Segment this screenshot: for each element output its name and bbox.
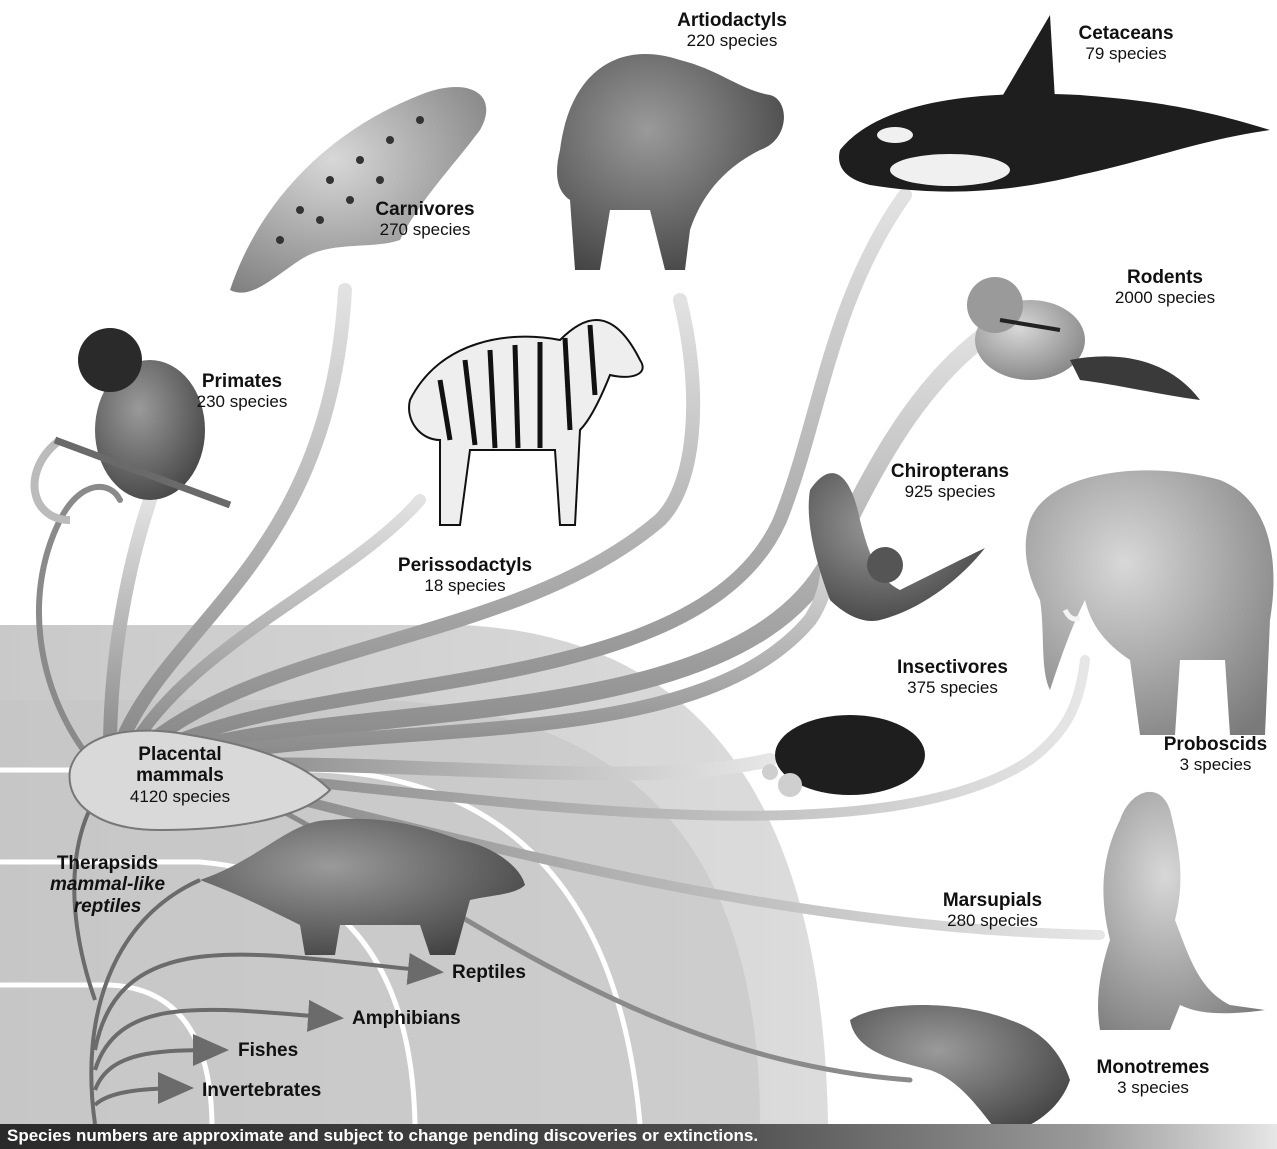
perissodactyls-count: 18 species <box>390 576 540 595</box>
elephant-illustration <box>1026 470 1274 735</box>
cetaceans-count: 79 species <box>1066 44 1186 63</box>
label-perissodactyls: Perissodactyls 18 species <box>390 555 540 595</box>
artiodactyls-count: 220 species <box>662 31 802 50</box>
platypus-illustration <box>850 1005 1070 1135</box>
rodents-count: 2000 species <box>1100 288 1230 307</box>
carnivores-count: 270 species <box>360 220 490 239</box>
label-monotremes: Monotremes 3 species <box>1083 1057 1223 1097</box>
chiropterans-name: Chiropterans <box>875 461 1025 482</box>
insectivores-count: 375 species <box>880 678 1025 697</box>
mole-illustration <box>762 715 925 797</box>
therapsids-desc-line1: mammal-like <box>40 874 175 895</box>
therapsids-name: Therapsids <box>40 853 175 874</box>
monotremes-name: Monotremes <box>1083 1057 1223 1078</box>
marsupials-name: Marsupials <box>925 890 1060 911</box>
label-primates: Primates 230 species <box>182 371 302 411</box>
marsupials-count: 280 species <box>925 911 1060 930</box>
chiropterans-count: 925 species <box>875 482 1025 501</box>
label-amphibians: Amphibians <box>352 1008 461 1030</box>
label-invertebrates: Invertebrates <box>202 1080 321 1102</box>
label-chiropterans: Chiropterans 925 species <box>875 461 1025 501</box>
perissodactyls-name: Perissodactyls <box>390 555 540 576</box>
rodents-name: Rodents <box>1100 267 1230 288</box>
label-marsupials: Marsupials 280 species <box>925 890 1060 930</box>
camel-illustration <box>557 54 784 270</box>
proboscids-count: 3 species <box>1158 755 1273 774</box>
insectivores-name: Insectivores <box>880 657 1025 678</box>
monkey-illustration <box>35 328 230 520</box>
label-rodents: Rodents 2000 species <box>1100 267 1230 307</box>
placental-count: 4120 species <box>110 787 250 806</box>
cetaceans-name: Cetaceans <box>1066 23 1186 44</box>
primates-name: Primates <box>182 371 302 392</box>
primates-count: 230 species <box>182 392 302 411</box>
placental-name-line1: Placental <box>110 744 250 765</box>
label-insectivores: Insectivores 375 species <box>880 657 1025 697</box>
artiodactyls-name: Artiodactyls <box>662 10 802 31</box>
footer-note: Species numbers are approximate and subj… <box>7 1126 758 1146</box>
label-cetaceans: Cetaceans 79 species <box>1066 23 1186 63</box>
proboscids-name: Proboscids <box>1158 734 1273 755</box>
placental-mammals-label: Placental mammals 4120 species <box>110 744 250 806</box>
label-fishes: Fishes <box>238 1040 298 1062</box>
leopard-illustration <box>230 87 486 293</box>
label-therapsids: Therapsids mammal-like reptiles <box>40 853 175 917</box>
label-proboscids: Proboscids 3 species <box>1158 734 1273 774</box>
footer-note-bar: Species numbers are approximate and subj… <box>0 1124 1277 1149</box>
monotremes-count: 3 species <box>1083 1078 1223 1097</box>
placental-name-line2: mammals <box>110 765 250 786</box>
label-artiodactyls: Artiodactyls 220 species <box>662 10 802 50</box>
carnivores-name: Carnivores <box>360 199 490 220</box>
orca-illustration <box>839 15 1270 192</box>
label-carnivores: Carnivores 270 species <box>360 199 490 239</box>
kangaroo-illustration <box>1098 792 1265 1030</box>
zebra-illustration <box>409 320 643 525</box>
therapsids-desc-line2: reptiles <box>40 896 175 917</box>
label-reptiles: Reptiles <box>452 962 526 984</box>
